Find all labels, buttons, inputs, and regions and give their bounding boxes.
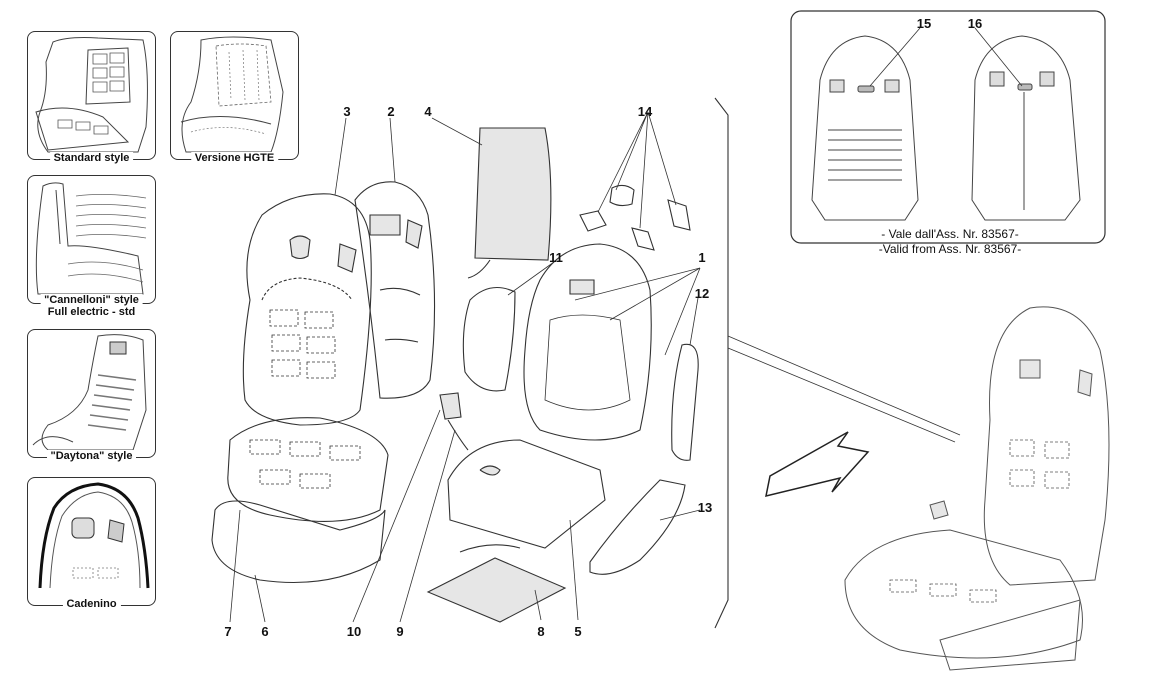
panel-label-line: Cadenino	[66, 598, 117, 610]
panel-label-line: Standard style	[53, 152, 130, 164]
callout-5: 5	[574, 624, 582, 639]
panel-label-line: Full electric - std	[47, 306, 136, 318]
callout-15: 15	[916, 16, 932, 31]
callout-16: 16	[967, 16, 983, 31]
inset-seat-rear	[971, 35, 1081, 221]
buckle-cable	[447, 419, 469, 451]
panel-daytona-style: "Daytona" style	[27, 329, 156, 462]
callout-8: 8	[537, 624, 545, 639]
seat-cadenino-icon	[38, 482, 150, 589]
callout-11: 11	[549, 250, 563, 265]
callout-1: 1	[698, 250, 706, 265]
validity-note: - Vale dall'Ass. Nr. 83567- -Valid from …	[790, 227, 1110, 257]
mat-cable	[459, 544, 521, 553]
part-side-panel-right	[671, 343, 699, 461]
panel-label-line: "Cannelloni" style	[44, 294, 139, 306]
panel-cannelloni-style: "Cannelloni" style Full electric - std	[27, 175, 156, 318]
callout-3: 3	[343, 104, 351, 119]
seat-cannelloni-icon	[35, 182, 147, 295]
inset-panel	[790, 10, 1106, 244]
panel-standard-style: Standard style	[27, 31, 156, 164]
validity-line-en: -Valid from Ass. Nr. 83567-	[878, 242, 1022, 256]
part-heating-pad	[474, 127, 552, 261]
callout-13: 13	[697, 500, 713, 515]
part-cushion-heating-mat	[426, 557, 567, 623]
part-side-panel-left	[462, 286, 516, 392]
seat-hgte-icon	[180, 36, 284, 153]
seat-standard-style-icon	[35, 37, 148, 153]
panel-label-line: "Daytona" style	[50, 450, 133, 462]
leader-lines	[229, 111, 701, 623]
callout-2: 2	[387, 104, 395, 119]
section-divider	[714, 97, 729, 629]
assembled-seat	[844, 306, 1110, 671]
callout-7: 7	[224, 624, 232, 639]
part-seat-back-frame	[523, 243, 652, 441]
panel-label-line: Versione HGTE	[194, 152, 275, 164]
part-base-side-trim	[589, 479, 686, 575]
part-seat-back-cover	[242, 193, 372, 426]
callout-4: 4	[424, 104, 432, 119]
part-seat-base-frame	[447, 439, 606, 549]
pad-connector	[467, 259, 491, 279]
direction-arrow-icon	[765, 431, 870, 498]
part-trim-2	[609, 184, 635, 207]
callout-6: 6	[261, 624, 269, 639]
panel-cadenino: Cadenino	[27, 477, 156, 610]
part-seat-cushion	[211, 417, 389, 584]
part-seat-belt-buckle	[439, 392, 462, 420]
part-trim-1	[579, 210, 607, 232]
part-trim-4	[667, 199, 691, 231]
callout-14: 14	[637, 104, 653, 119]
seat-daytona-icon	[32, 334, 147, 451]
callout-9: 9	[396, 624, 404, 639]
callout-12: 12	[694, 286, 710, 301]
callout-10: 10	[346, 624, 362, 639]
validity-line-it: - Vale dall'Ass. Nr. 83567-	[881, 227, 1019, 241]
part-trim-3	[631, 227, 655, 251]
panel-versione-hgte: Versione HGTE	[170, 31, 299, 164]
inset-seat-front	[811, 35, 919, 221]
part-seat-back-shell	[354, 181, 436, 399]
